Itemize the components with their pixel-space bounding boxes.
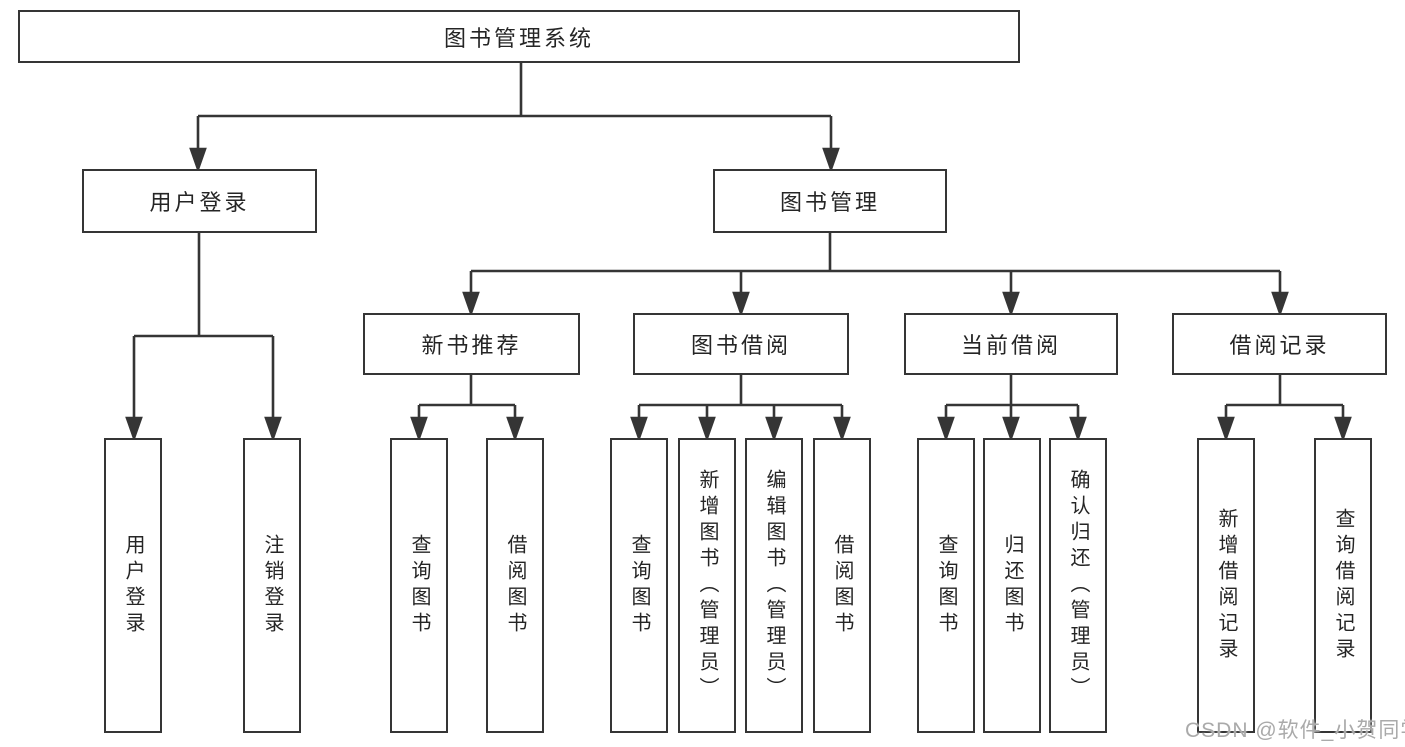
system-title: 图书管理系统: [443, 25, 594, 51]
connectors-new-book-functions: [410, 375, 524, 442]
leaf-add-borrow-record: 新增借阅记录: [1197, 438, 1255, 733]
leaf-borrow-books-label: 借阅图书: [831, 533, 853, 638]
connectors-user-login-functions: [125, 233, 282, 442]
leaf-current-query-books-label: 查询图书: [935, 533, 957, 638]
node-borrow-records: 借阅记录: [1172, 313, 1387, 375]
current-borrow-label: 当前借阅: [960, 333, 1061, 358]
leaf-logout: 注销登录: [243, 438, 301, 733]
leaf-user-login: 用户登录: [104, 438, 162, 733]
connectors-current-borrow-functions: [937, 375, 1087, 442]
node-current-borrow: 当前借阅: [904, 313, 1118, 375]
leaf-recommend-query-books: 查询图书: [390, 438, 448, 733]
node-new-book-recommend: 新书推荐: [363, 313, 580, 375]
leaf-add-books-admin-label: 新增图书（管理员）: [696, 468, 718, 703]
leaf-confirm-return-admin: 确认归还（管理员）: [1049, 438, 1107, 733]
leaf-query-borrow-record: 查询借阅记录: [1314, 438, 1372, 733]
connectors-borrow-records-functions: [1217, 375, 1352, 442]
leaf-query-borrow-record-label: 查询借阅记录: [1332, 507, 1354, 664]
book-borrow-label: 图书借阅: [690, 333, 791, 358]
leaf-edit-books-admin: 编辑图书（管理员）: [745, 438, 803, 733]
leaf-edit-books-admin-label: 编辑图书（管理员）: [763, 468, 785, 703]
watermark: CSDN @软件_小贺同学: [1185, 719, 1405, 742]
leaf-borrow-query-books-label: 查询图书: [628, 533, 650, 638]
leaf-borrow-books: 借阅图书: [813, 438, 871, 733]
leaf-current-query-books: 查询图书: [917, 438, 975, 733]
leaf-return-books: 归还图书: [983, 438, 1041, 733]
leaf-logout-label: 注销登录: [261, 533, 283, 638]
node-system-root: 图书管理系统: [18, 10, 1020, 63]
book-management-module-label: 图书管理: [779, 190, 880, 215]
node-book-management-module: 图书管理: [713, 169, 947, 233]
leaf-recommend-borrow-books: 借阅图书: [486, 438, 544, 733]
leaf-borrow-query-books: 查询图书: [610, 438, 668, 733]
node-book-borrow: 图书借阅: [633, 313, 849, 375]
leaf-add-books-admin: 新增图书（管理员）: [678, 438, 736, 733]
connectors-root-to-modules: [189, 63, 840, 173]
node-user-login-module: 用户登录: [82, 169, 317, 233]
borrow-records-label: 借阅记录: [1229, 333, 1330, 358]
new-book-recommend-label: 新书推荐: [421, 333, 522, 358]
leaf-return-books-label: 归还图书: [1001, 533, 1023, 638]
connectors-book-management-submodules: [462, 233, 1289, 317]
leaf-recommend-query-books-label: 查询图书: [408, 533, 430, 638]
user-login-module-label: 用户登录: [149, 190, 250, 215]
leaf-add-borrow-record-label: 新增借阅记录: [1215, 507, 1237, 664]
leaf-user-login-label: 用户登录: [122, 533, 144, 638]
leaf-confirm-return-admin-label: 确认归还（管理员）: [1067, 468, 1089, 703]
connectors-book-borrow-functions: [630, 375, 851, 442]
leaf-recommend-borrow-books-label: 借阅图书: [504, 533, 526, 638]
